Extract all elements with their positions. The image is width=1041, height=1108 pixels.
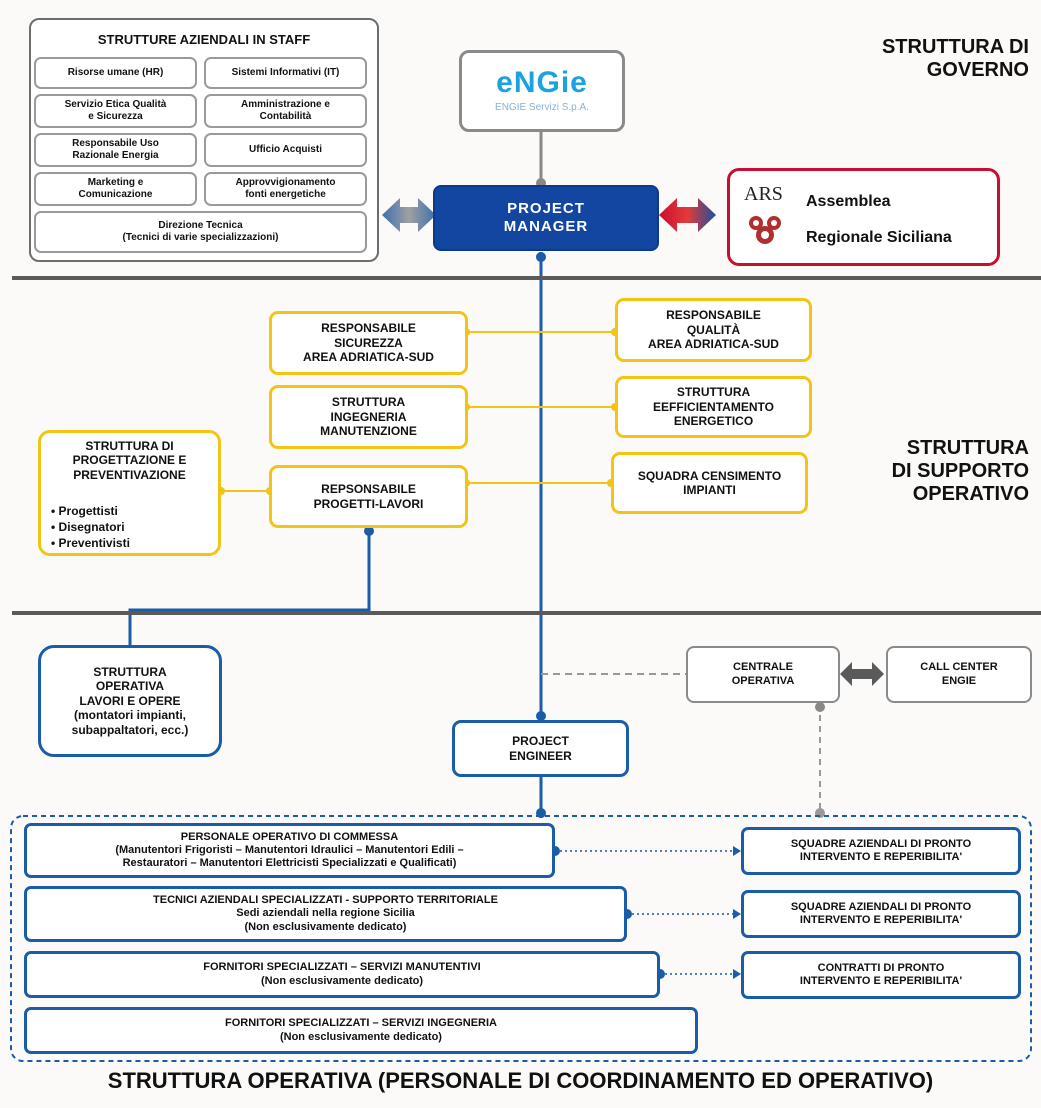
pe-top-dot [536, 711, 546, 721]
project-engineer-box: PROJECT ENGINEER [452, 720, 629, 777]
separator-governance [12, 276, 1041, 280]
contratti-pronto-intervento-box: CONTRATTI DI PRONTO INTERVENTO E REPERIB… [741, 951, 1021, 999]
central-callcenter-double-arrow [840, 662, 884, 686]
struttura-efficientamento-box: STRUTTURA EEFFICIENTAMENTO ENERGETICO [615, 376, 812, 438]
progettazione-bullet: • Progettisti [51, 504, 118, 518]
section-label-support: STRUTTURA DI SUPPORTO OPERATIVO [891, 437, 1029, 505]
fornitori-ingegneria-row: FORNITORI SPECIALIZZATI – SERVIZI INGEGN… [24, 1007, 698, 1054]
call-center-box: CALL CENTER ENGIE [886, 646, 1032, 703]
responsabile-sicurezza-box: RESPONSABILE SICUREZZA AREA ADRIATICA-SU… [269, 311, 468, 375]
engie-logo: eNGie [496, 66, 588, 99]
squadre-pronto-intervento-box: SQUADRE AZIENDALI DI PRONTO INTERVENTO E… [741, 827, 1021, 875]
struttura-progettazione-box: STRUTTURA DI PROGETTAZIONE E PREVENTIVAZ… [38, 430, 221, 556]
pm-bottom-dot [536, 252, 546, 262]
staff-title: STRUTTURE AZIENDALI IN STAFF [97, 32, 311, 47]
staff-item-marketing: Marketing e Comunicazione [34, 172, 197, 206]
ars-abbr: ARS [744, 183, 783, 205]
progettazione-bullet: • Preventivisti [51, 536, 130, 550]
ars-line1: Assemblea [806, 193, 891, 210]
staff-item-acquisti: Ufficio Acquisti [204, 133, 367, 167]
pm-ars-double-arrow [659, 198, 716, 232]
separator-support [12, 611, 1041, 615]
squadra-censimento-box: SQUADRA CENSIMENTO IMPIANTI [611, 452, 808, 514]
staff-item-it: Sistemi Informativi (IT) [204, 57, 367, 89]
struttura-lavori-opere-box: STRUTTURA OPERATIVA LAVORI E OPERE (mont… [38, 645, 222, 757]
staff-item-approvvigionamento: Approvvigionamento fonti energetiche [204, 172, 367, 206]
fornitori-manutentivi-row: FORNITORI SPECIALIZZATI – SERVIZI MANUTE… [24, 951, 660, 998]
staff-item-hr: Risorse umane (HR) [34, 57, 197, 89]
tecnici-aziendali-row: TECNICI AZIENDALI SPECIALIZZATI - SUPPOR… [24, 886, 627, 942]
ars-box: ARS Assemblea Regionale Siciliana [727, 168, 1000, 266]
progettazione-bullet: • Disegnatori [51, 520, 125, 534]
staff-item-direzione-tecnica: Direzione Tecnica (Tecnici di varie spec… [34, 211, 367, 253]
personale-operativo-row: PERSONALE OPERATIVO DI COMMESSA (Manuten… [24, 823, 555, 878]
progetti-lavori-link [128, 527, 371, 645]
project-manager-box: PROJECT MANAGER [433, 185, 659, 251]
operational-frame [10, 815, 1032, 1062]
staff-pm-double-arrow [382, 198, 436, 232]
engie-subtitle: ENGIE Servizi S.p.A. [495, 102, 589, 113]
responsabile-progetti-box: REPSONSABILE PROGETTI-LAVORI [269, 465, 468, 528]
section-label-governance: STRUTTURA DI GOVERNO [881, 36, 1029, 81]
centrale-operativa-box: CENTRALE OPERATIVA [686, 646, 840, 703]
engie-box: eNGie ENGIE Servizi S.p.A. [459, 50, 625, 132]
squadre-pronto-intervento-box: SQUADRE AZIENDALI DI PRONTO INTERVENTO E… [741, 890, 1021, 938]
responsabile-qualita-box: RESPONSABILE QUALITÀ AREA ADRIATICA-SUD [615, 298, 812, 362]
progettazione-title: STRUTTURA DI PROGETTAZIONE E PREVENTIVAZ… [72, 439, 187, 482]
struttura-ingegneria-box: STRUTTURA INGEGNERIA MANUTENZIONE [269, 385, 468, 449]
ars-emblem-icon [749, 216, 781, 244]
section-label-operational: STRUTTURA OPERATIVA (PERSONALE DI COORDI… [107, 1068, 934, 1093]
staff-item-etica: Servizio Etica Qualità e Sicurezza [34, 94, 197, 128]
staff-item-amministrazione: Amministrazione e Contabilità [204, 94, 367, 128]
staff-item-energia: Responsabile Uso Razionale Energia [34, 133, 197, 167]
ars-line2: Regionale Siciliana [806, 229, 952, 246]
